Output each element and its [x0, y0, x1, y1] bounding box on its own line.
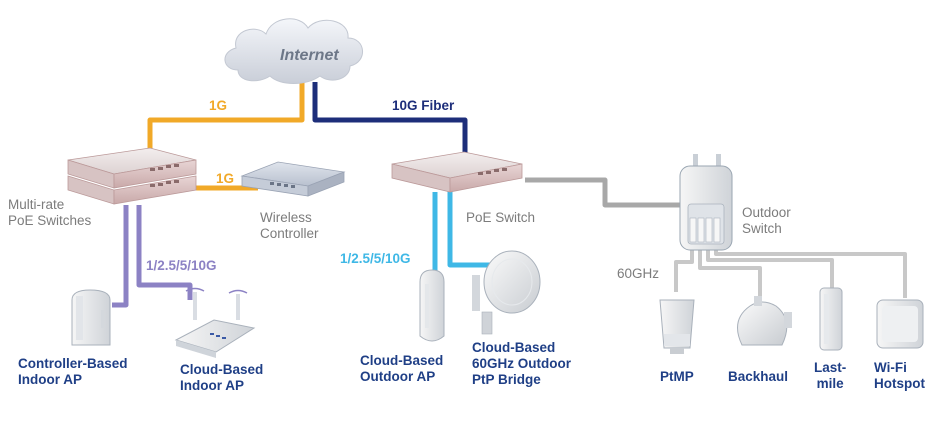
wireless-controller-device	[240, 161, 346, 197]
link-outdoor-switch	[525, 177, 680, 208]
last-mile-label: Last- mile	[814, 360, 847, 391]
multirate-switches-label: Multi-rate PoE Switches	[8, 197, 92, 228]
outdoor-switch-label: Outdoor Switch	[742, 205, 791, 236]
cloud-outdoor-ap-label: Cloud-Based Outdoor AP	[360, 353, 444, 384]
link-1g-uplink	[147, 82, 305, 162]
multirate-poe-switch-stack	[67, 147, 197, 205]
link-last-mile	[706, 248, 834, 288]
controller-indoor-ap-device	[71, 289, 111, 346]
internet-label: Internet	[280, 47, 339, 64]
uplink-10g-fiber-label: 10G Fiber	[392, 98, 455, 113]
link-cloud-indoor-ap	[136, 205, 193, 300]
last-mile-device	[819, 287, 843, 351]
cloud-indoor-ap-label: Cloud-Based Indoor AP	[180, 362, 264, 393]
wifi-hotspot-label: Wi-Fi Hotspot	[874, 360, 925, 391]
wireless-60ghz-label: 60GHz	[617, 266, 660, 281]
controller-indoor-ap-label: Controller-Based Indoor AP	[18, 356, 128, 387]
multirate-speed-label-right: 1/2.5/5/10G	[340, 251, 411, 266]
ptp-bridge-dish-device	[472, 250, 541, 335]
multirate-speed-label-left: 1/2.5/5/10G	[146, 258, 217, 273]
backhaul-device	[737, 296, 792, 346]
link-10g-fiber	[312, 82, 468, 160]
internet-cloud	[224, 18, 363, 84]
uplink-1g-label: 1G	[209, 98, 228, 113]
wireless-controller-label: Wireless Controller	[260, 210, 319, 241]
link-backhaul	[698, 248, 762, 300]
backhaul-label: Backhaul	[728, 369, 789, 384]
link-ptmp	[674, 248, 694, 292]
cloud-outdoor-ap-device	[419, 269, 445, 342]
outdoor-switch-device	[679, 154, 733, 251]
controller-1g-label: 1G	[216, 171, 235, 186]
poe-switch-label: PoE Switch	[466, 210, 536, 225]
ptp-bridge-label: Cloud-Based 60GHz Outdoor PtP Bridge	[472, 340, 572, 387]
wifi-hotspot-device	[876, 299, 924, 349]
poe-switch-device	[391, 151, 523, 193]
connection-lines	[112, 82, 907, 308]
ptmp-label: PtMP	[660, 369, 694, 384]
ptmp-device	[659, 299, 695, 354]
link-wifi-hotspot	[714, 248, 907, 298]
cloud-indoor-ap-device	[174, 287, 256, 358]
link-controller-ap	[112, 205, 129, 308]
link-ptp-bridge	[447, 190, 490, 268]
